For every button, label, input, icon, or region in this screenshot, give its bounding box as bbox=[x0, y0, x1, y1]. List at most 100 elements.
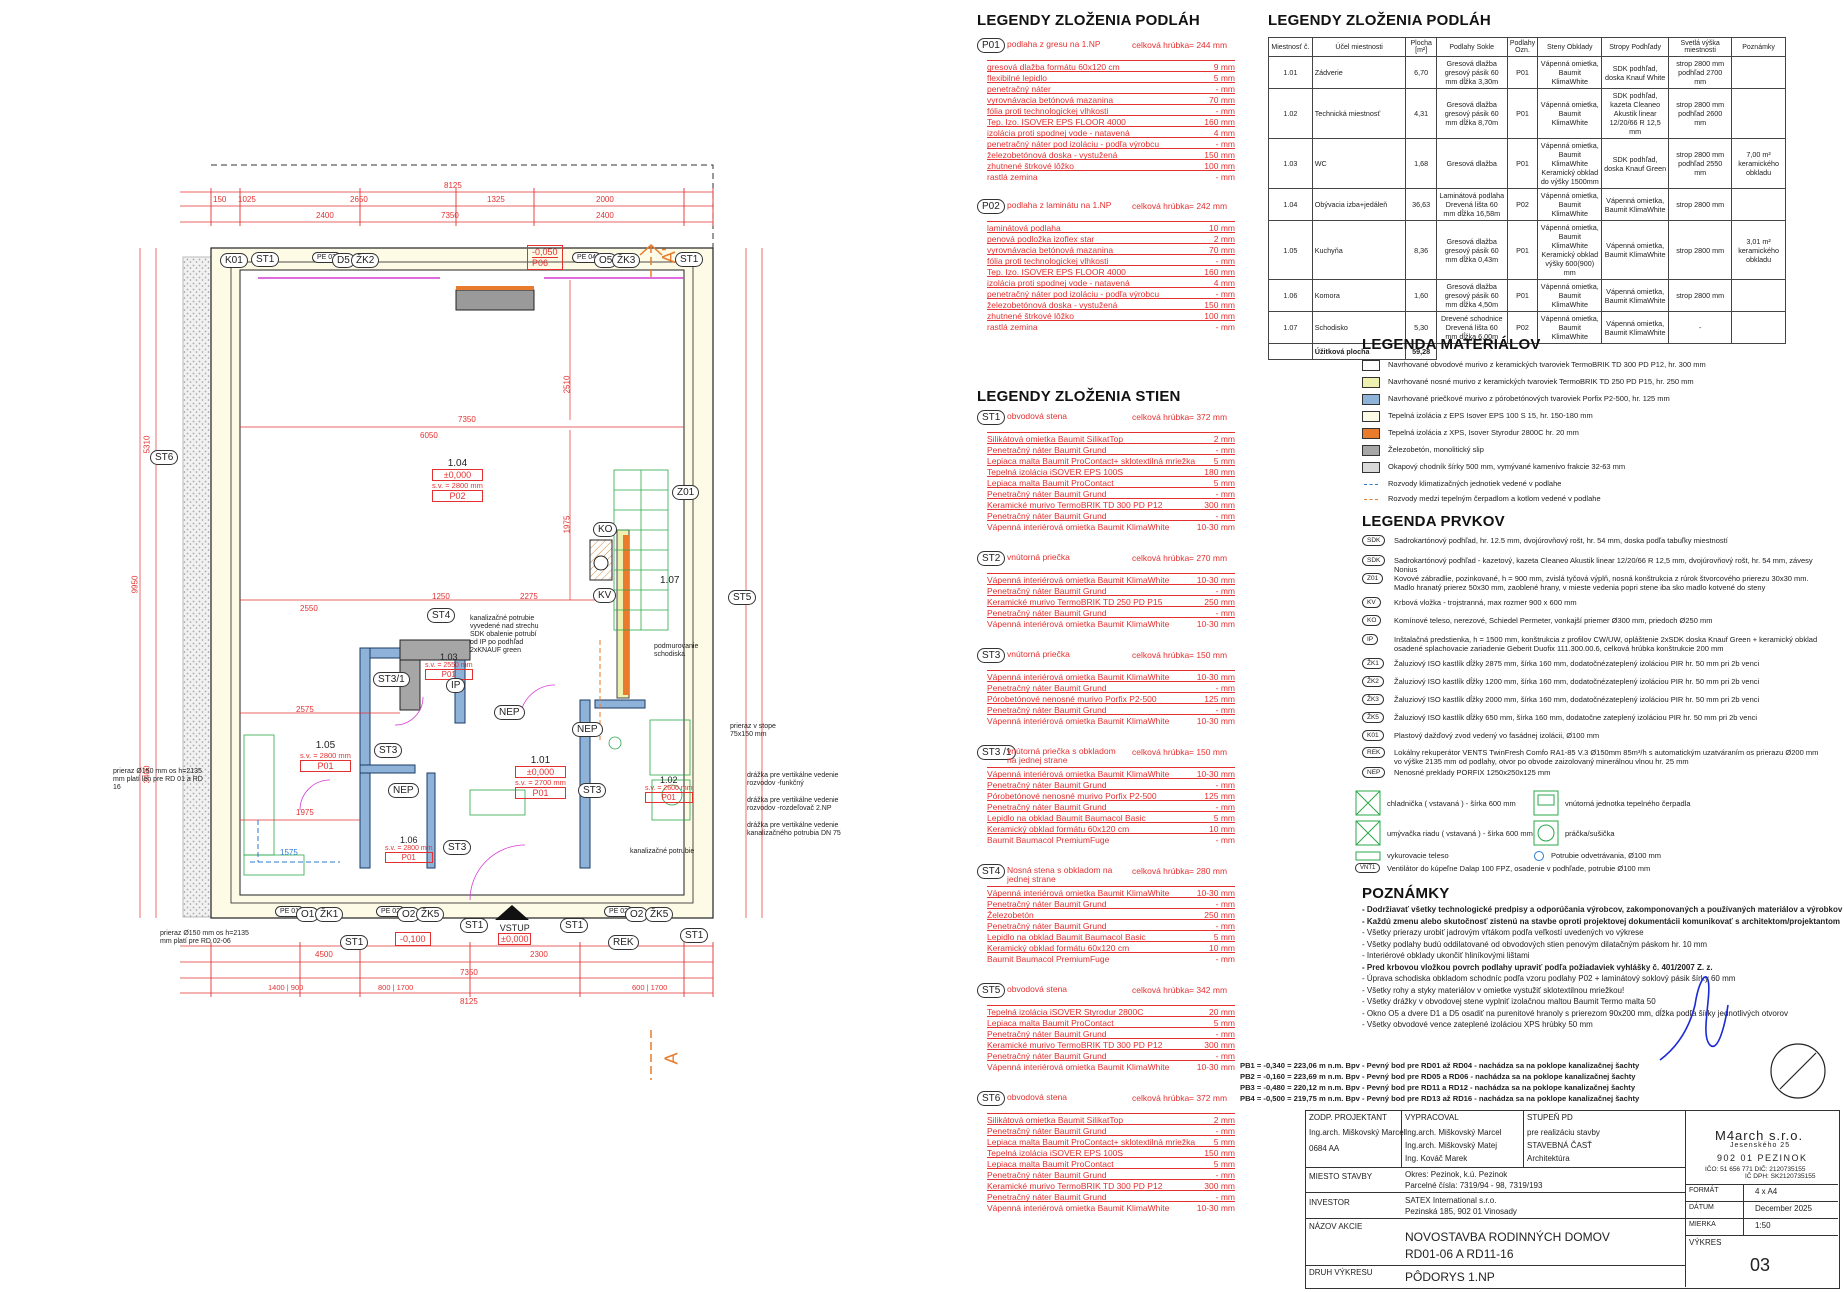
level-top-value: -0,050 bbox=[532, 247, 558, 257]
material-label: Okapový chodník šírky 500 mm, vymývané k… bbox=[1388, 462, 1626, 471]
room-1-07: 1.07 bbox=[660, 575, 680, 586]
element-code: ŽK1 bbox=[1362, 658, 1384, 669]
legend-total: = 150 mm bbox=[1189, 747, 1228, 757]
north-arrow-icon bbox=[1770, 1043, 1826, 1099]
floor-legend-title: LEGENDY ZLOŽENIA PODLÁH bbox=[977, 12, 1200, 29]
tag-rek: REK bbox=[608, 935, 639, 950]
table-cell: 1.03 bbox=[1268, 138, 1313, 189]
legend-total: = 372 mm bbox=[1189, 412, 1228, 422]
mierka-value: 1:50 bbox=[1755, 1221, 1771, 1230]
layer-name: Tep. Izo. ISOVER EPS FLOOR 4000 bbox=[987, 117, 1126, 127]
room-id: 1.01 bbox=[530, 755, 551, 766]
floor-plan-drawing bbox=[139, 164, 763, 1080]
layer-thickness: - mm bbox=[1215, 1126, 1235, 1136]
layer-thickness: - mm bbox=[1215, 835, 1235, 845]
legend-name: obvodová stena bbox=[1007, 984, 1068, 994]
layer-thickness: 10-30 mm bbox=[1196, 769, 1235, 779]
legend-layer: Penetračný náter Baumit Grund- mm bbox=[987, 703, 1235, 716]
note-stairs-base: podmurovanie schodiska bbox=[654, 643, 699, 658]
tag-zk5-a: ŽK5 bbox=[416, 907, 445, 922]
room-height: s.v. = 2800 mm bbox=[385, 845, 433, 852]
layer-thickness: - mm bbox=[1215, 921, 1235, 931]
layer-name: Lepiaca malta Baumit ProContact bbox=[987, 1159, 1114, 1169]
dim-mid-1250: 1250 bbox=[432, 592, 450, 601]
legend-layer: Vápenná interiérová omietka Baumit Klima… bbox=[987, 1060, 1235, 1073]
layer-thickness: 250 mm bbox=[1204, 597, 1235, 607]
layer-name: Vápenná interiérová omietka Baumit Klima… bbox=[987, 888, 1170, 898]
note-line: - Každú zmenu alebo skutočnosť zistenú n… bbox=[1362, 916, 1840, 926]
stupen-1: pre realizáciu stavby bbox=[1527, 1128, 1600, 1137]
note-sewer: kanalizačné potrubie bbox=[630, 848, 695, 855]
table-cell: strop 2800 mm podhľad 2700 mm bbox=[1668, 56, 1733, 89]
dim-top-5: 2400 bbox=[316, 211, 334, 220]
table-cell: SDK podhľad, doska Knauf Green bbox=[1601, 138, 1670, 189]
stupen-2: STAVEBNÁ ČASŤ bbox=[1527, 1141, 1593, 1150]
legend-total: = 280 mm bbox=[1189, 866, 1228, 876]
legend-total: = 150 mm bbox=[1189, 650, 1228, 660]
legend-layer: penetračný náter pod izoláciu - podľa vý… bbox=[987, 137, 1235, 150]
tag-kv: KV bbox=[593, 588, 617, 603]
akcia-2: RD01-06 A RD11-16 bbox=[1405, 1247, 1514, 1261]
materials-legend-title: LEGENDA MATERIÁLOV bbox=[1362, 336, 1541, 353]
legend-total: = 244 mm bbox=[1189, 40, 1228, 50]
element-label: Žaluziový ISO kastlík dĺžky 650 mm, šírk… bbox=[1394, 713, 1758, 722]
room-id: 1.02 bbox=[660, 775, 678, 785]
element-label: Krbová vložka - trojstranná, max rozmer … bbox=[1394, 598, 1577, 607]
investor-1: SATEX International s.r.o. bbox=[1405, 1196, 1497, 1205]
header-cell: Miestnosť č. bbox=[1268, 37, 1313, 57]
table-cell: P01 bbox=[1506, 88, 1539, 139]
legend-total-label: celková hrúbka bbox=[1132, 201, 1190, 211]
mierka-label: MIERKA bbox=[1689, 1221, 1716, 1228]
heatpump-label: vnútorná jednotka tepelného čerpadla bbox=[1565, 799, 1691, 808]
table-cell: 3,01 m² keramického obkladu bbox=[1731, 220, 1786, 280]
table-cell: Gresová dlažba gresový pásik 60 mm dĺžka… bbox=[1435, 279, 1508, 312]
tag-st1-top-left: ST1 bbox=[251, 252, 280, 267]
table-cell: 8,36 bbox=[1405, 220, 1437, 280]
table-cell: Vápenná omietka, Baumit KlimaWhite bbox=[1601, 279, 1670, 312]
layer-thickness: - mm bbox=[1215, 256, 1235, 266]
legend-layer: Penetračný náter Baumit Grund- mm bbox=[987, 1027, 1235, 1040]
washer-icon bbox=[1533, 820, 1559, 846]
company-name: M4arch s.r.o. bbox=[1715, 1128, 1804, 1143]
level-box-bottom: -0,100 bbox=[395, 932, 431, 946]
table-cell: strop 2800 mm bbox=[1668, 279, 1733, 312]
tag-st3-a: ST3 bbox=[374, 743, 403, 758]
tag-st3-1: ST3/1 bbox=[373, 672, 410, 687]
table-cell: strop 2800 mm podhľad 2550 mm bbox=[1668, 138, 1733, 189]
miesto-1: Okres: Pezinok, k.ú. Pezinok bbox=[1405, 1170, 1508, 1179]
legend-name: obvodová stena bbox=[1007, 1092, 1068, 1102]
tag-ip: IP bbox=[446, 678, 466, 693]
legend-layer: Penetračný náter Baumit Grund- mm bbox=[987, 584, 1235, 597]
note-groove-3: drážka pre vertikálne vedenie kanalizačn… bbox=[747, 822, 841, 837]
element-code: SDK bbox=[1362, 535, 1386, 546]
tag-nep-a: NEP bbox=[494, 705, 525, 720]
layer-name: Baumit Baumacol PremiumFuge bbox=[987, 954, 1110, 964]
room-height: s.v. = 2550 mm bbox=[425, 662, 473, 669]
legend-layer: Penetračný náter Baumit Grund- mm bbox=[987, 800, 1235, 813]
material-label: Navrhované priečkové murivo z pórobetóno… bbox=[1388, 394, 1670, 403]
legend-layer: Keramické murivo TermoBRIK TD 300 PD P12… bbox=[987, 498, 1235, 511]
tag-d5: D5 bbox=[332, 253, 355, 268]
element-code: K01 bbox=[1362, 730, 1384, 741]
table-cell: Zádverie bbox=[1311, 56, 1407, 89]
tag-st3-b: ST3 bbox=[443, 840, 472, 855]
layer-name: železobetónová doska - vystužená bbox=[987, 150, 1118, 160]
pb-line: PB2 = -0,160 = 223,69 m n.m. Bpv - Pevný… bbox=[1240, 1072, 1636, 1081]
room-1-06: 1.06 s.v. = 2800 mm P01 bbox=[385, 835, 433, 863]
legend-layer: Baumit Baumacol PremiumFuge- mm bbox=[987, 833, 1235, 846]
element-label: Komínové teleso, nerezové, Schiedel Perm… bbox=[1394, 616, 1713, 625]
legend-layer: rastlá zemina- mm bbox=[987, 320, 1235, 333]
note-text: kanalizačné potrubie vyvedené nad strech… bbox=[470, 615, 539, 630]
legend-total-label: celková hrúbka bbox=[1132, 553, 1190, 563]
legend-total-label: celková hrúbka bbox=[1132, 747, 1190, 757]
room-id: 1.05 bbox=[315, 740, 336, 751]
druh-value: PÔDORYS 1.NP bbox=[1405, 1270, 1495, 1284]
tag-st1-bottom-b: ST1 bbox=[460, 918, 489, 933]
layer-thickness: 5 mm bbox=[1213, 478, 1235, 488]
layer-thickness: - mm bbox=[1215, 802, 1235, 812]
